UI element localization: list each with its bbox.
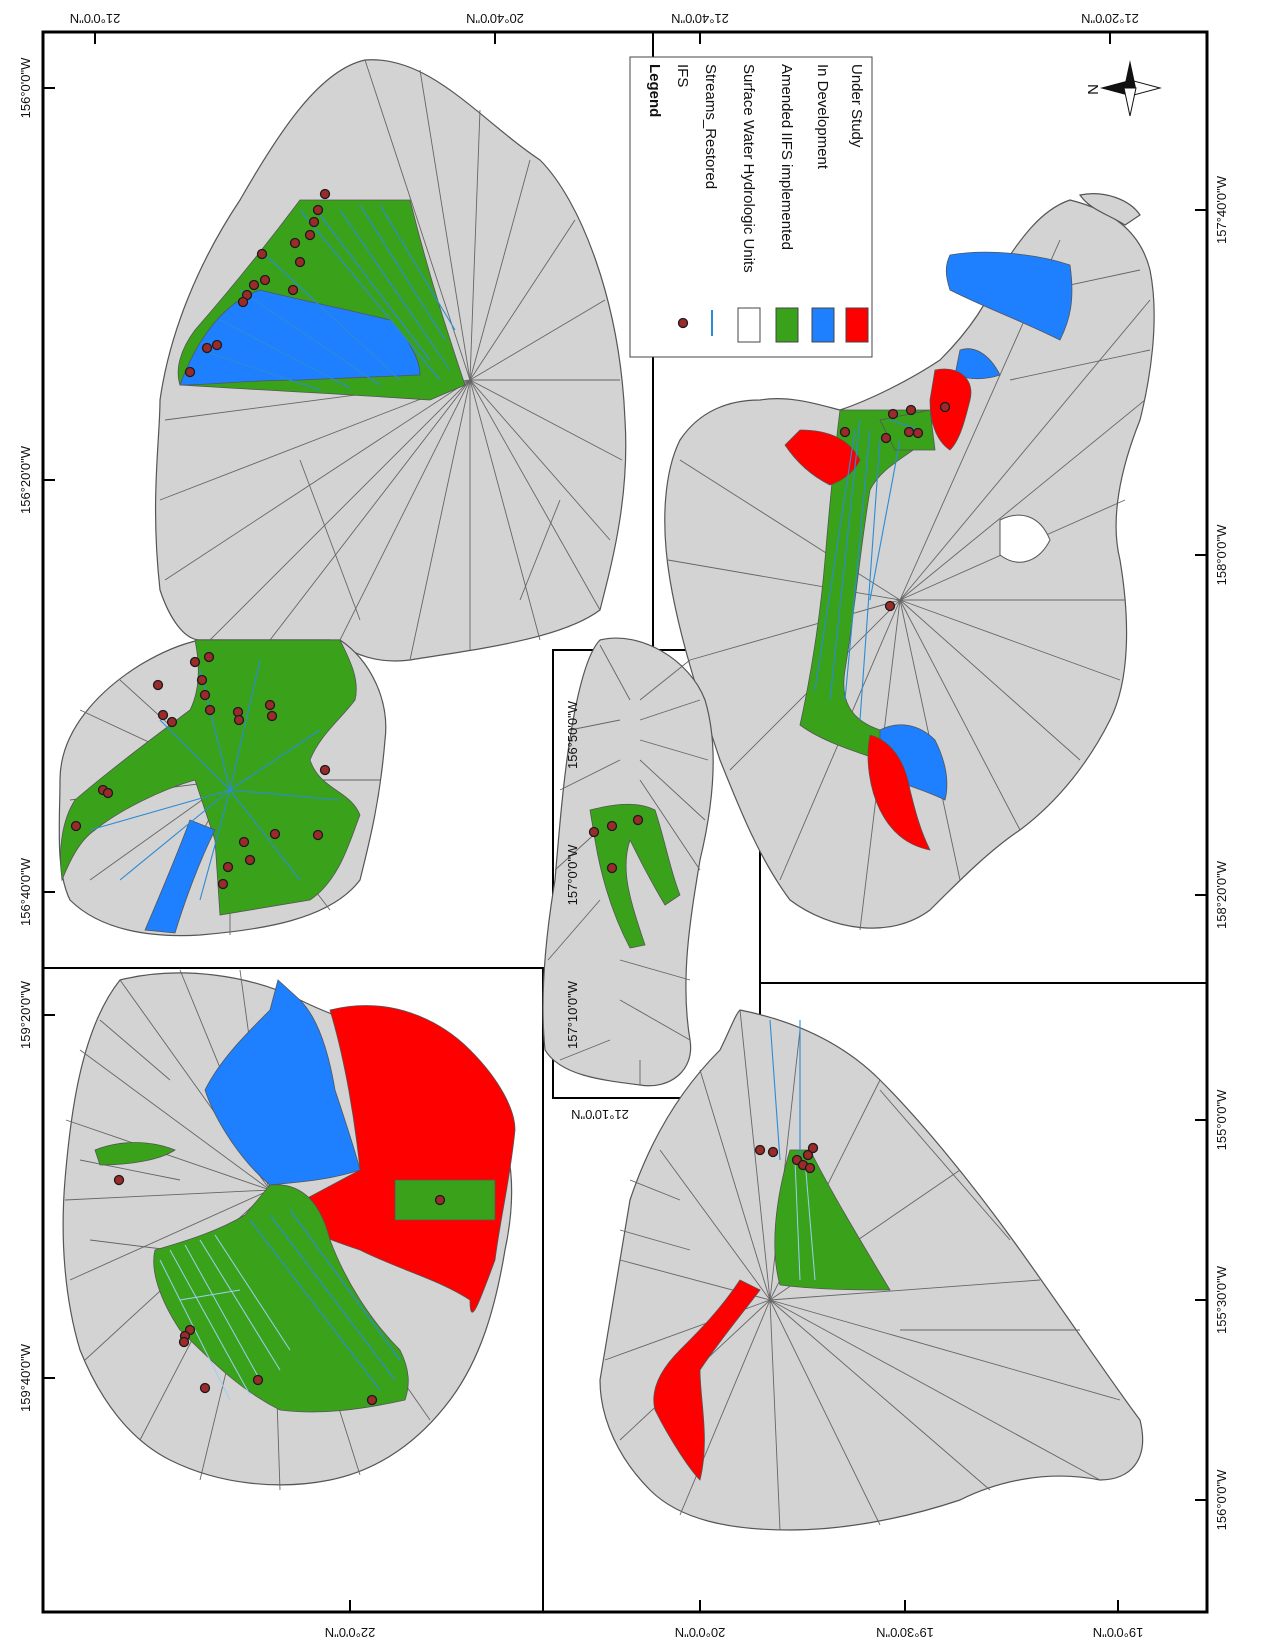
hawaii-under-study-area bbox=[653, 1279, 761, 1481]
lon-label: 157°10'0"W bbox=[565, 980, 580, 1049]
oahu-in-development-area bbox=[945, 251, 1073, 341]
molokai-ifs-points bbox=[588, 814, 644, 874]
oahu-islet bbox=[1079, 193, 1141, 226]
oahu-hydrologic-units bbox=[667, 239, 1151, 931]
legend-item-streams: Streams_Restored bbox=[702, 64, 719, 336]
lat-label: 21°20'0"N bbox=[1081, 11, 1139, 26]
kauai-panel bbox=[62, 969, 516, 1491]
north-arrow-icon: N bbox=[1084, 60, 1162, 117]
ifs-point-icon bbox=[677, 317, 689, 329]
lon-label: 159°20'0"W bbox=[18, 980, 33, 1049]
lon-label: 156°0'0"W bbox=[1214, 1469, 1229, 1530]
lon-label: 155°0'0"W bbox=[1214, 1089, 1229, 1150]
lon-label: 159°40'0"W bbox=[18, 1343, 33, 1412]
maui-west-in-development-area bbox=[144, 819, 216, 934]
green-patch-icon bbox=[775, 307, 799, 343]
kauai-in-development-area bbox=[204, 979, 361, 1186]
lon-label: 158°20'0"W bbox=[1214, 860, 1229, 929]
legend-item-under-study: Under Study bbox=[845, 64, 869, 343]
legend-item-amended: Amended IIFS implemented bbox=[775, 64, 799, 343]
hawaii-ifs-points bbox=[754, 1142, 819, 1174]
blue-patch-icon bbox=[811, 307, 835, 343]
oahu-streams bbox=[814, 419, 921, 721]
lat-label: 22°0'0"N bbox=[325, 1625, 376, 1639]
lon-label: 155°30'0"W bbox=[1214, 1265, 1229, 1334]
legend-label: Amended IIFS implemented bbox=[778, 64, 795, 250]
lat-label: 19°0'0"N bbox=[1093, 1625, 1144, 1639]
lat-label: 20°40'0"N bbox=[466, 11, 524, 26]
legend-box bbox=[629, 56, 873, 358]
hawaii-streams bbox=[769, 1019, 816, 1281]
molokai-hydrologic-units bbox=[547, 644, 709, 1085]
hawaii-amended-area bbox=[774, 1149, 891, 1291]
kauai-amended-north bbox=[94, 1142, 176, 1166]
tick-marks bbox=[43, 32, 1207, 1612]
molokai-island bbox=[542, 637, 714, 1087]
lon-label: 157°0'0"W bbox=[565, 844, 580, 905]
maui-ifs-points bbox=[70, 188, 331, 890]
lon-label: 156°20'0"W bbox=[18, 445, 33, 514]
lon-label: 158°0'0"W bbox=[1214, 524, 1229, 585]
oahu-panel bbox=[664, 193, 1155, 931]
lon-label: 156°40'0"W bbox=[18, 857, 33, 926]
maui-in-development-area bbox=[179, 289, 421, 386]
oahu-under-study-area bbox=[929, 368, 972, 451]
legend-title: Legend bbox=[646, 64, 663, 117]
legend-label: IFS bbox=[674, 64, 691, 87]
lon-label: 157°40'0"W bbox=[1214, 175, 1229, 244]
maui-panel bbox=[58, 59, 627, 937]
kauai-amended-south bbox=[153, 1184, 409, 1413]
lon-label: 156°0'0"W bbox=[18, 57, 33, 118]
legend-label: Under Study bbox=[848, 64, 865, 148]
lat-label: 21°0'0"N bbox=[70, 11, 121, 26]
kauai-streams bbox=[159, 1209, 401, 1401]
outer-frame bbox=[41, 30, 1209, 1614]
legend-label: Surface Water Hydrologic Units bbox=[740, 64, 757, 273]
legend-item-ifs: IFS bbox=[674, 64, 691, 329]
lat-label: 20°0'0"N bbox=[675, 1625, 726, 1639]
red-patch-icon bbox=[845, 307, 869, 343]
lat-label: 21°10'0"N bbox=[571, 1107, 629, 1122]
maui-streams bbox=[89, 204, 456, 901]
legend-item-in-development: In Development bbox=[811, 64, 835, 343]
oahu-under-study-area-2 bbox=[784, 429, 861, 486]
lat-label: 19°30'0"N bbox=[876, 1625, 934, 1639]
molokai-panel bbox=[542, 637, 714, 1087]
hawaii-panel bbox=[599, 1009, 1144, 1531]
north-label: N bbox=[1084, 84, 1101, 95]
white-patch-icon bbox=[737, 307, 761, 343]
lat-label: 21°40'0"N bbox=[671, 11, 729, 26]
oahu-island bbox=[664, 199, 1155, 929]
lon-label: 156°50'0"W bbox=[565, 700, 580, 769]
oahu-under-study-area-3 bbox=[867, 734, 931, 851]
legend: Legend IFS Streams_Restored Surface Wate… bbox=[629, 56, 873, 358]
kauai-ifs-points bbox=[113, 1174, 446, 1406]
legend-label: Streams_Restored bbox=[702, 64, 719, 189]
coordinate-labels: 21°0'0"N 20°40'0"N 21°40'0"N 21°20'0"N 1… bbox=[18, 11, 1229, 1639]
legend-label: In Development bbox=[814, 64, 831, 170]
legend-item-hydrologic-units: Surface Water Hydrologic Units bbox=[737, 64, 761, 343]
oahu-harbor bbox=[999, 514, 1051, 563]
molokai-amended-area bbox=[589, 803, 681, 949]
maui-west-amended-area bbox=[60, 639, 361, 916]
oahu-ifs-points bbox=[839, 401, 951, 612]
